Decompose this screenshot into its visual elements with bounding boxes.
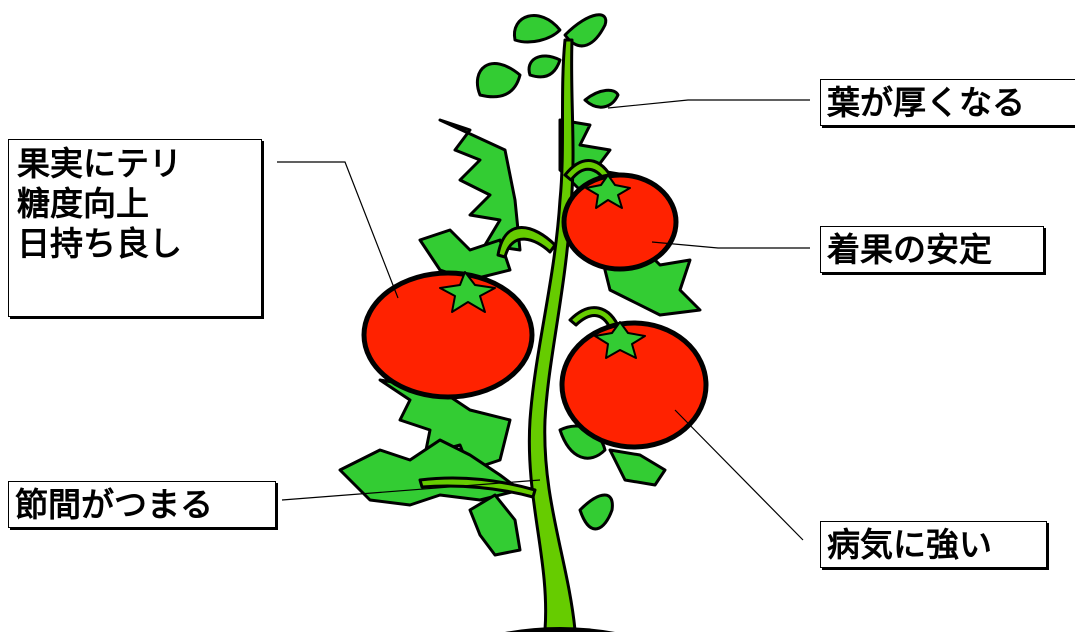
label-fruit-set: 着果の安定 <box>820 226 1044 273</box>
label-fruit-quality: 果実にテリ 糖度向上 日持ち良し <box>8 139 262 317</box>
label-quality-line-2: 糖度向上 <box>17 184 149 223</box>
label-internode: 節間がつまる <box>8 481 276 528</box>
label-disease-text: 病気に強い <box>827 525 992 564</box>
label-quality-line-3: 日持ち良し <box>17 224 182 263</box>
leader-lines <box>277 99 810 541</box>
label-leaves-thicker: 葉が厚くなる <box>820 79 1075 126</box>
label-quality-line-1: 果実にテリ <box>17 144 182 183</box>
label-leaves-text: 葉が厚くなる <box>827 83 1025 122</box>
tomato-fruit-bottom-right <box>559 320 709 450</box>
label-fruit-set-text: 着果の安定 <box>827 230 992 269</box>
calyx <box>439 174 646 359</box>
tomato-fruit-left <box>361 270 535 400</box>
tomato-fruit-top-right <box>561 172 679 272</box>
leaf-cluster <box>338 13 702 557</box>
ground <box>505 627 615 632</box>
label-disease-resistance: 病気に強い <box>820 521 1047 568</box>
tomato-fruits <box>361 172 709 450</box>
label-internode-text: 節間がつまる <box>15 485 213 524</box>
